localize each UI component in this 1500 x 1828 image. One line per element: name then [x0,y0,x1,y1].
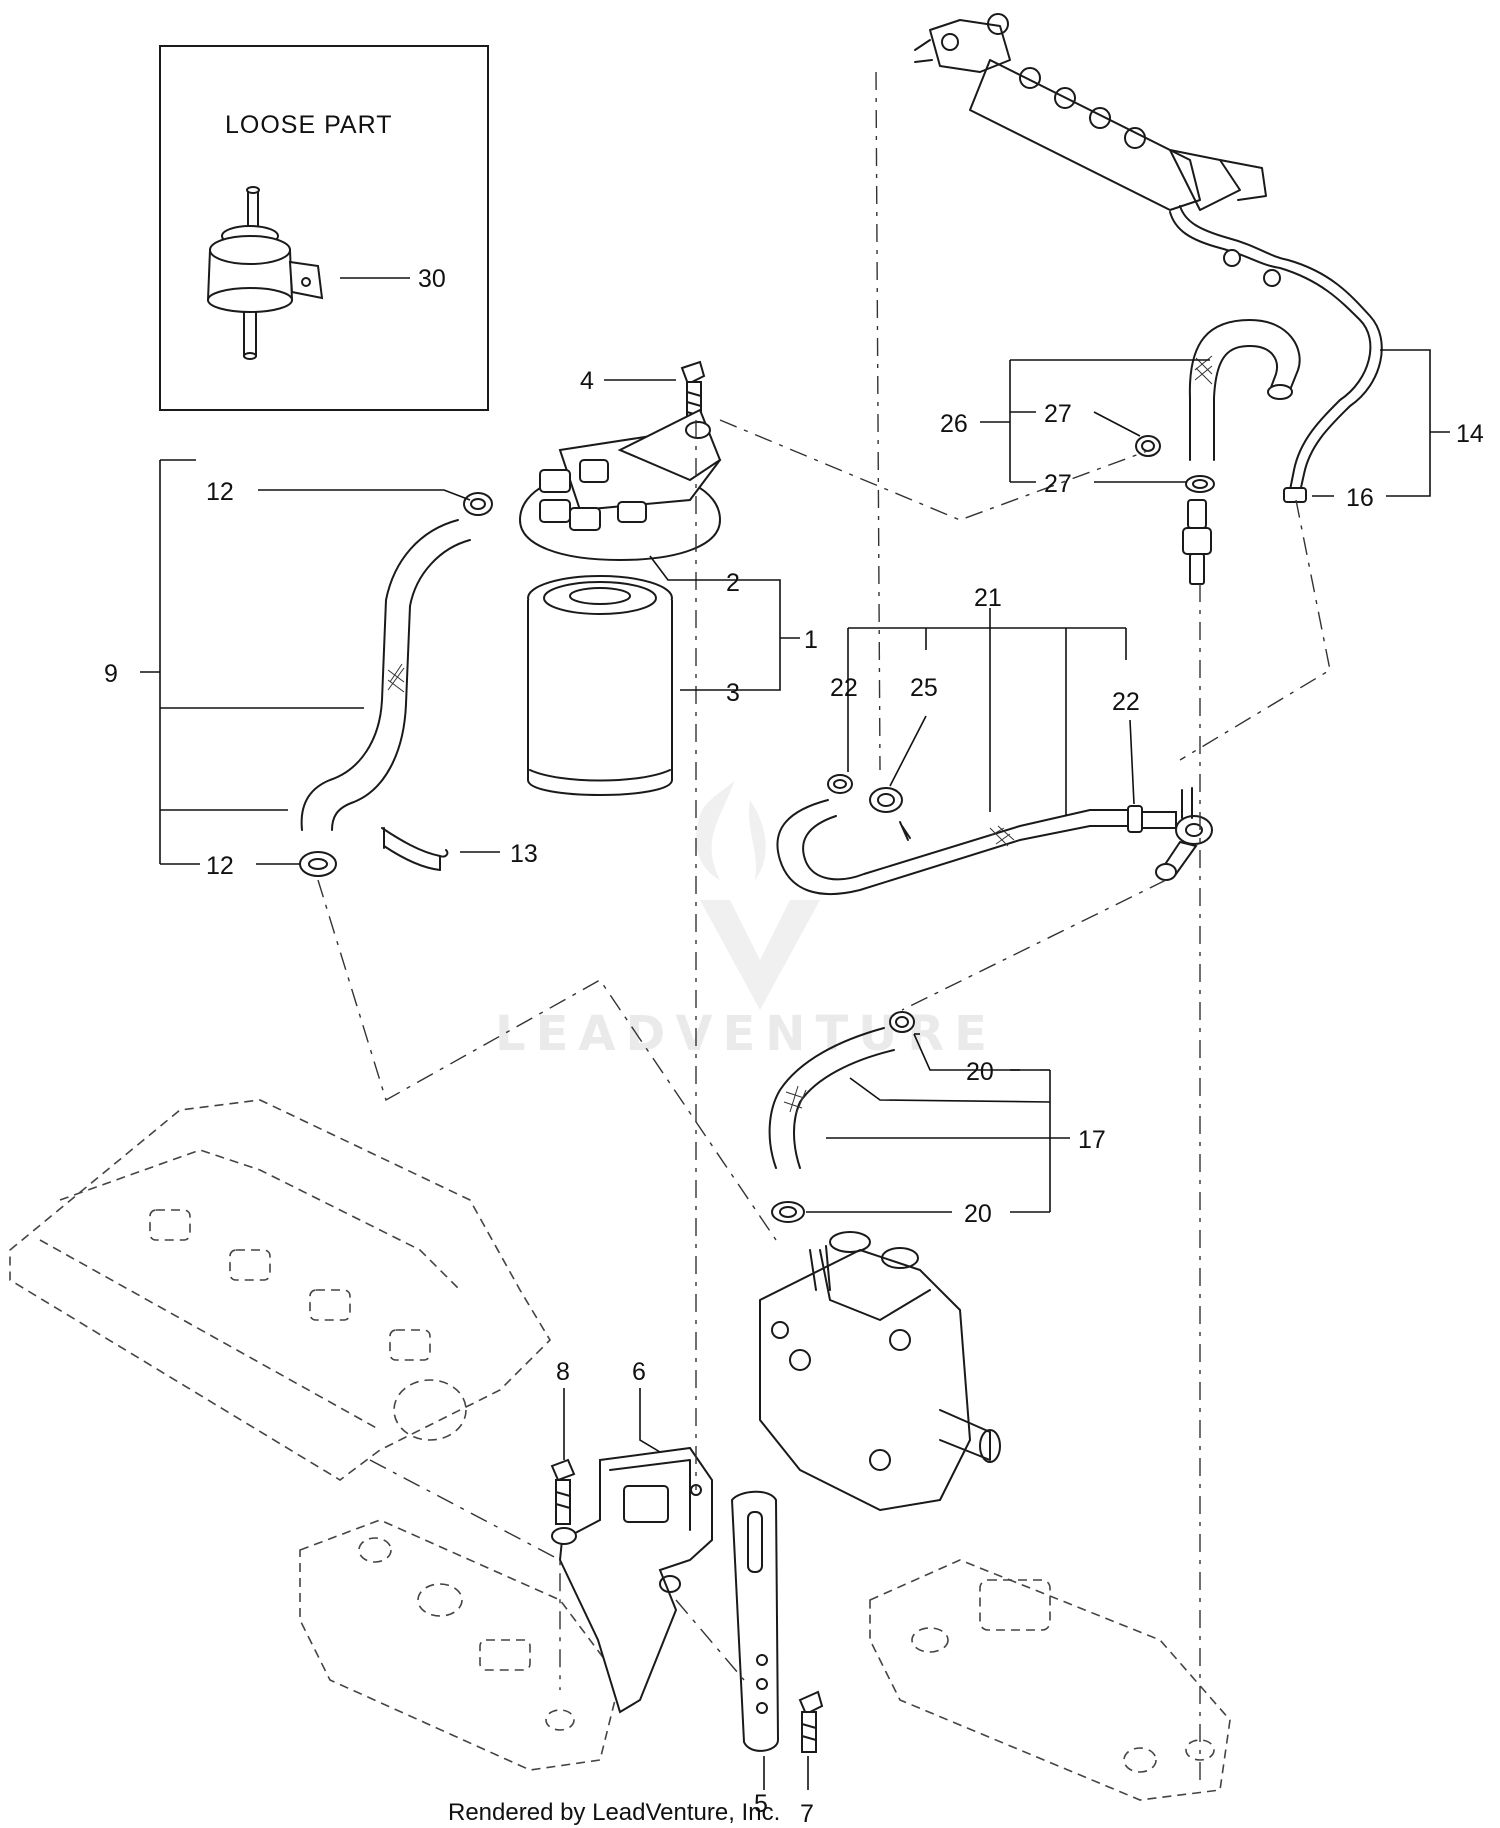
callout-6: 6 [632,1358,646,1386]
watermark-text: LEADVENTURE [495,1006,997,1062]
callout-9: 9 [104,660,118,688]
part-5-strap [730,1490,780,1752]
callout-13: 13 [510,840,538,868]
part-17-fuel-hose [768,1027,895,1169]
part-20-clamp-upper [889,1011,915,1033]
loose-part-title: LOOSE PART [225,111,392,139]
part-25-clamp [869,787,911,841]
callout-26: 26 [940,410,968,438]
fuel-injection-rail [914,13,1267,211]
callout-3: 3 [726,679,740,707]
part-3-filter-element [527,575,673,796]
part-22-clamp-right [1127,805,1143,833]
callout-25: 25 [910,674,938,702]
watermark-flame-icon [696,780,766,880]
part-9-fuel-hose [300,519,471,831]
intake-manifold-ghost [299,1519,621,1771]
cylinder-head-ghost [9,1099,552,1481]
part-22-clamp-left [827,774,853,794]
callout-8: 8 [556,1358,570,1386]
part-6-filter-bracket [551,1446,713,1714]
callout-7: 7 [800,1800,814,1828]
assembly-lines [317,71,1331,1780]
fuel-injection-pump [759,1231,1001,1511]
callout-leaders [140,349,1450,1790]
part-21-fuel-hose [776,799,1141,896]
callout-1: 1 [804,626,818,654]
leadventure-watermark: LEADVENTURE [495,780,997,1062]
check-valve-fitting [1182,499,1212,585]
part-7-bolt [798,1690,824,1753]
part-20-clamp-lower [771,1201,805,1223]
part-14-return-line [1169,205,1383,493]
part-2-filter-head [518,408,722,562]
callout-17: 17 [1078,1126,1106,1154]
callout-20-upper: 20 [966,1058,994,1086]
part-26-hose-assembly [1188,319,1301,461]
callout-21: 21 [974,584,1002,612]
callout-14: 14 [1456,420,1484,448]
callout-27-lower: 27 [1044,470,1072,498]
part-30-pressure-regulator [206,186,324,360]
callout-30: 30 [418,265,446,293]
part-8-bolt [550,1458,576,1525]
render-credit: Rendered by LeadVenture, Inc. [448,1799,780,1826]
callout-20-lower: 20 [964,1200,992,1228]
callout-22-right: 22 [1112,688,1140,716]
loose-part-box: LOOSE PART 30 [159,45,489,411]
callout-22-left: 22 [830,674,858,702]
callout-4: 4 [580,367,594,395]
part-13-hose-clamp-band [381,827,449,871]
part-16-fitting [1283,487,1307,503]
banjo-fitting [1141,787,1213,881]
exhaust-manifold-ghost [869,1559,1231,1801]
callout-5: 5 [754,1790,768,1818]
part-27-clamp-lower [1185,475,1215,493]
callout-12-lower: 12 [206,852,234,880]
callout-2: 2 [726,569,740,597]
callout-16: 16 [1346,484,1374,512]
callout-numbers: 4 2 3 1 12 9 12 13 21 22 25 22 26 27 27 … [104,367,1484,1828]
part-12-clamp-lower [299,851,337,877]
part-12-clamp-upper [463,492,493,516]
part-27-clamp-upper [1135,435,1161,457]
watermark-v-icon [700,900,820,1010]
callout-12-upper: 12 [206,478,234,506]
callout-27-upper: 27 [1044,400,1072,428]
